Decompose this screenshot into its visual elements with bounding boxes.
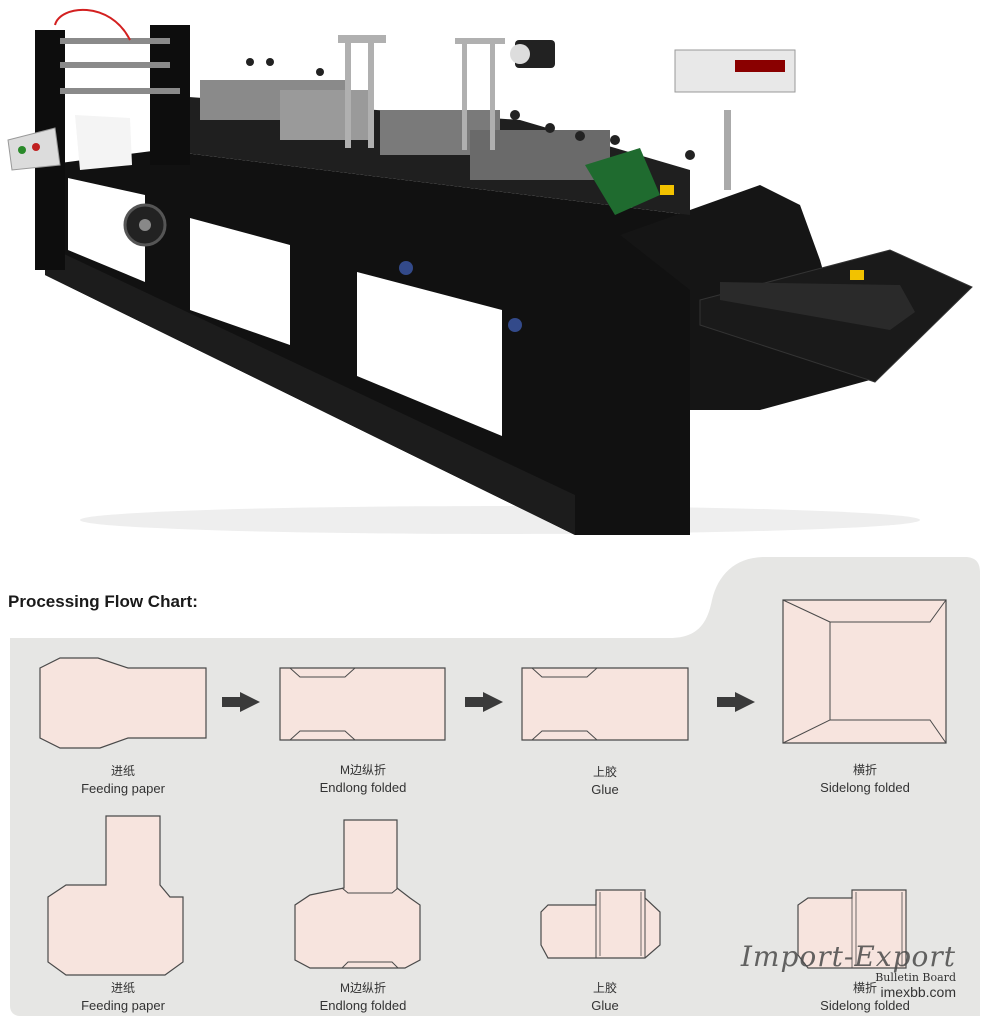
watermark-site: imexbb.com	[880, 984, 956, 1000]
step-label-zh: M边纵折	[340, 763, 386, 777]
row2-feeding-paper-shape	[47, 815, 184, 976]
watermark-main: Import-Export	[740, 940, 956, 973]
step-label: M边纵折 Endlong folded	[273, 980, 453, 1014]
row2-sidelong-folded-shape	[797, 889, 907, 969]
step-label: 进纸 Feeding paper	[33, 763, 213, 797]
page-title: Processing Flow Chart:	[8, 592, 198, 611]
step-label-zh: 上胶	[592, 765, 617, 779]
step-label-en: Feeding paper	[81, 781, 165, 796]
step-label: 横折 Sidelong folded	[775, 762, 955, 796]
row1-sidelong-folded-shape	[782, 599, 947, 744]
step-label: 上胶 Glue	[515, 980, 695, 1014]
step-label: 上胶 Glue	[515, 764, 695, 798]
row1-feeding-paper-shape	[39, 657, 207, 749]
row1-glue-shape	[521, 667, 689, 741]
step-label: 进纸 Feeding paper	[33, 980, 213, 1014]
step-label-en: Endlong folded	[319, 998, 407, 1013]
step-label: 横折 Sidelong folded	[775, 980, 955, 1014]
row2-glue-shape	[540, 889, 661, 959]
row1-endlong-folded-shape	[279, 667, 446, 741]
step-label-en: Sidelong folded	[820, 998, 910, 1013]
watermark-logo: Import-Export Bulletin Board imexbb.com	[741, 940, 956, 1000]
arrow-icon	[222, 692, 755, 712]
step-label: M边纵折 Endlong folded	[273, 762, 453, 796]
row2-endlong-folded-shape	[294, 819, 421, 969]
step-label-zh: M边纵折	[340, 981, 386, 995]
step-label-en: Glue	[591, 782, 619, 797]
flow-chart-panel	[10, 557, 980, 1016]
watermark-sub: Bulletin Board	[875, 971, 956, 984]
envelope-machine-photo	[7, 8, 973, 535]
step-label-zh: 横折	[852, 981, 877, 995]
step-label-zh: 进纸	[110, 981, 135, 995]
step-label-en: Glue	[591, 998, 619, 1013]
step-label-en: Feeding paper	[81, 998, 165, 1013]
step-label-en: Endlong folded	[319, 780, 407, 795]
step-label-zh: 上胶	[592, 981, 617, 995]
step-label-zh: 进纸	[110, 764, 135, 778]
step-label-en: Sidelong folded	[820, 780, 910, 795]
step-label-zh: 横折	[852, 763, 877, 777]
